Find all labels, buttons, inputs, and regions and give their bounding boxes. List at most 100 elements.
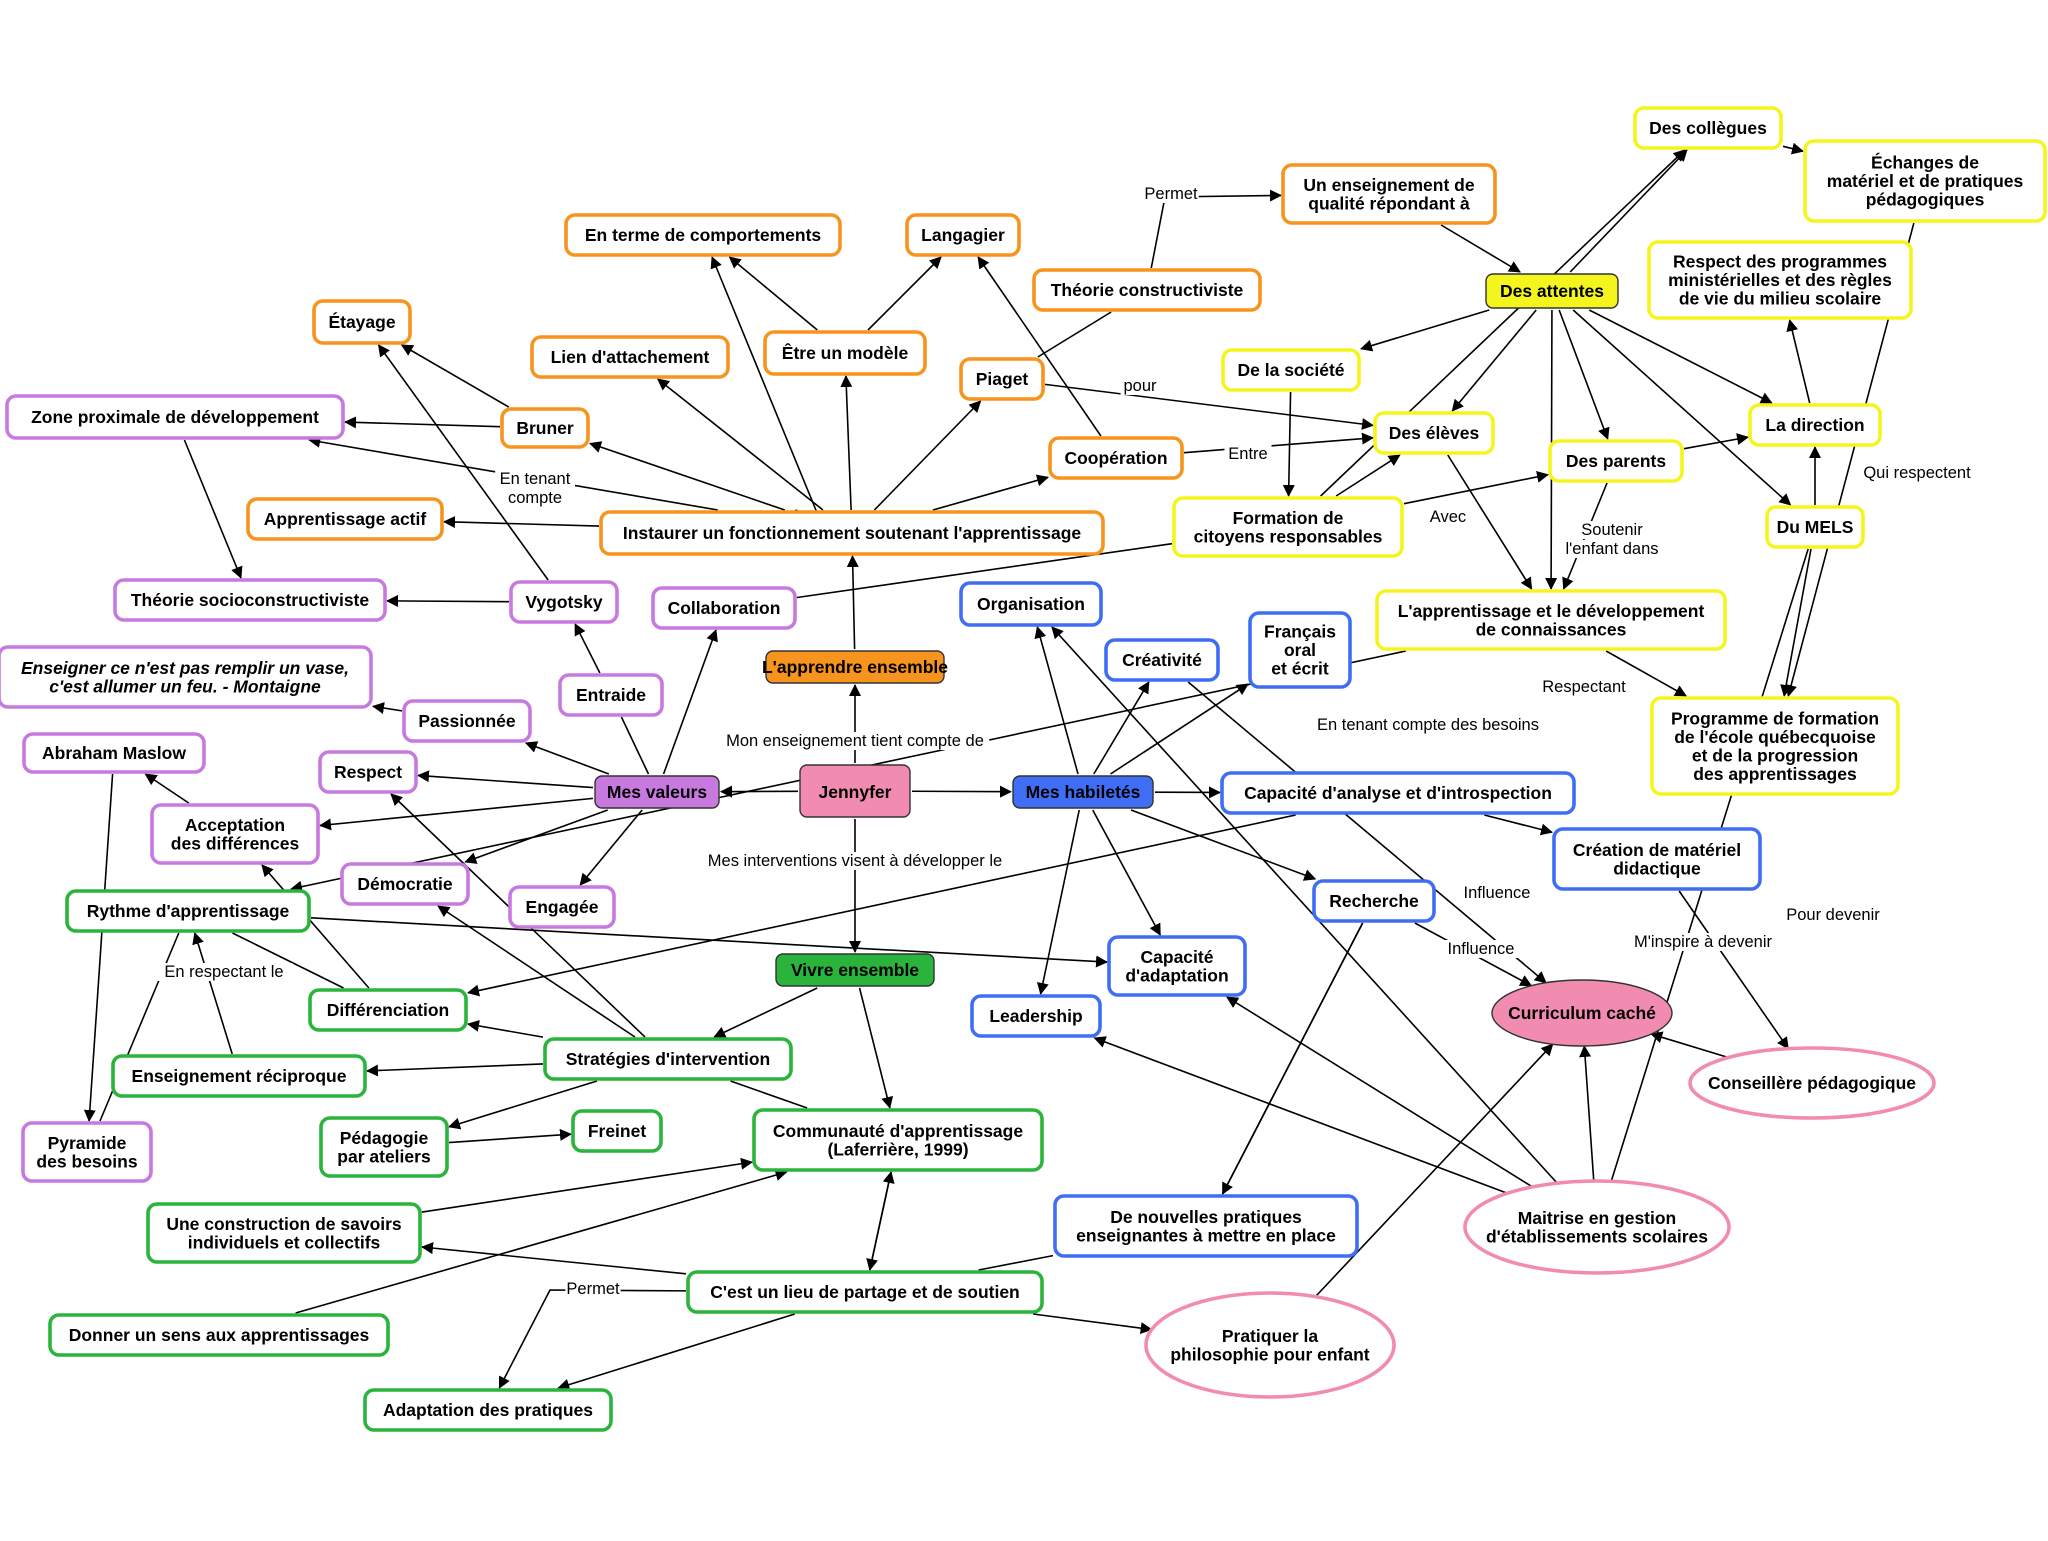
node-instaurer[interactable]: Instaurer un fonctionnement soutenant l'… — [599, 510, 1105, 556]
node-actif-label: Apprentissage actif — [264, 509, 427, 529]
node-recherche[interactable]: Recherche — [1312, 879, 1436, 923]
node-collegues[interactable]: Des collègues — [1633, 106, 1783, 150]
node-creativite[interactable]: Créativité — [1104, 638, 1220, 682]
node-langagier-label: Langagier — [921, 225, 1005, 245]
node-respect[interactable]: Respect — [318, 750, 418, 794]
node-rythme[interactable]: Rythme d'apprentissage — [65, 889, 311, 933]
node-echanges-label: Échanges de — [1871, 152, 1979, 173]
edge-label-lbl_respectant_le: En respectant le — [164, 963, 283, 981]
node-entraide[interactable]: Entraide — [558, 673, 664, 717]
node-construction-shape — [146, 1202, 422, 1264]
node-rythme-label: Rythme d'apprentissage — [87, 901, 290, 921]
node-organisation[interactable]: Organisation — [959, 581, 1103, 627]
node-collaboration-label: Collaboration — [668, 598, 781, 618]
node-habiletes[interactable]: Mes habiletés — [1012, 775, 1154, 809]
node-piaget[interactable]: Piaget — [959, 357, 1045, 401]
node-passionnee[interactable]: Passionnée — [402, 699, 532, 743]
node-engagee[interactable]: Engagée — [508, 885, 616, 929]
node-societe[interactable]: De la société — [1221, 348, 1361, 392]
node-communaute-label: Communauté d'apprentissage — [773, 1121, 1023, 1141]
node-jennyfer[interactable]: Jennyfer — [799, 764, 911, 818]
node-attentes[interactable]: Des attentes — [1485, 273, 1619, 309]
node-vygotsky[interactable]: Vygotsky — [509, 580, 619, 624]
node-comportements-label: En terme de comportements — [585, 225, 822, 245]
node-engagee-label: Engagée — [526, 897, 599, 917]
edge-label-lbl_inspire: M'inspire à devenir — [1634, 933, 1772, 951]
edge-partage-to-nouvelles — [978, 1254, 1054, 1271]
edge-piaget-to-eleves — [1044, 383, 1374, 430]
node-parents-label: Des parents — [1566, 451, 1666, 471]
edge-partage-to-construction — [421, 1242, 687, 1275]
node-bruner[interactable]: Bruner — [500, 407, 590, 449]
edge-label-lbl_tenant1-bg — [495, 470, 575, 488]
node-mels[interactable]: Du MELS — [1765, 505, 1865, 549]
node-zpd[interactable]: Zone proximale de développement — [5, 394, 345, 440]
node-curriculum[interactable]: Curriculum caché — [1491, 979, 1673, 1047]
edge-valeurs-to-passionnee — [524, 741, 610, 775]
node-eleves[interactable]: Des élèves — [1373, 411, 1495, 455]
edge-rythme-to-adaptation — [310, 917, 1108, 968]
node-montaigne[interactable]: Enseigner ce n'est pas remplir un vase,c… — [0, 645, 373, 709]
node-vivre[interactable]: Vivre ensemble — [775, 953, 935, 987]
node-comportements-shape — [564, 213, 842, 257]
node-apprendre[interactable]: L'apprendre ensemble — [762, 650, 948, 684]
node-echanges-shape — [1803, 139, 2047, 223]
node-organisation-shape — [959, 581, 1103, 627]
node-differenciation[interactable]: Différenciation — [308, 988, 468, 1032]
node-conseillere[interactable]: Conseillère pédagogique — [1688, 1046, 1936, 1120]
node-maslow[interactable]: Abraham Maslow — [22, 732, 206, 774]
node-enseignement_qualite-label: Un enseignement de — [1303, 175, 1474, 195]
node-strategies[interactable]: Stratégies d'intervention — [543, 1037, 793, 1081]
node-collaboration[interactable]: Collaboration — [651, 586, 797, 630]
node-comportements[interactable]: En terme de comportements — [564, 213, 842, 257]
node-parents-shape — [1548, 439, 1684, 483]
node-valeurs[interactable]: Mes valeurs — [594, 775, 720, 809]
node-zpd-shape — [5, 394, 345, 440]
node-modele[interactable]: Être un modèle — [763, 330, 927, 376]
node-parents[interactable]: Des parents — [1548, 439, 1684, 483]
edge-label-lbl_devenir: Pour devenir — [1786, 906, 1880, 924]
edge-societe-to-formation — [1282, 391, 1295, 497]
node-communaute[interactable]: Communauté d'apprentissage(Laferrière, 1… — [752, 1108, 1044, 1172]
node-constructiviste[interactable]: Théorie constructiviste — [1032, 268, 1262, 312]
node-partage[interactable]: C'est un lieu de partage et de soutien — [686, 1270, 1044, 1314]
node-reciproque[interactable]: Enseignement réciproque — [111, 1054, 367, 1098]
node-curriculum-label: Curriculum caché — [1508, 1003, 1656, 1023]
node-vivre-label: Vivre ensemble — [791, 960, 919, 980]
node-attachement[interactable]: Lien d'attachement — [530, 335, 730, 379]
node-analyse[interactable]: Capacité d'analyse et d'introspection — [1220, 771, 1576, 815]
node-freinet[interactable]: Freinet — [571, 1109, 663, 1153]
node-respect_programmes-label: Respect des programmes — [1673, 252, 1887, 272]
node-socio[interactable]: Théorie socioconstructiviste — [113, 578, 387, 622]
node-democratie[interactable]: Démocratie — [340, 862, 470, 906]
node-etayage[interactable]: Étayage — [312, 299, 412, 345]
node-direction[interactable]: La direction — [1748, 403, 1882, 447]
edge-differenciation-to-rythme — [232, 932, 344, 989]
node-adaptation_pratiques[interactable]: Adaptation des pratiques — [363, 1388, 613, 1432]
edge-attentes-to-parents — [1558, 309, 1610, 440]
node-sens[interactable]: Donner un sens aux apprentissages — [48, 1313, 390, 1357]
node-langagier[interactable]: Langagier — [905, 213, 1021, 257]
node-leadership[interactable]: Leadership — [970, 994, 1102, 1038]
edge-valeurs-to-engagee — [579, 809, 643, 886]
edge-strategies-to-reciproque — [366, 1063, 544, 1077]
node-actif[interactable]: Apprentissage actif — [246, 497, 444, 541]
edge-instaurer-to-comportements — [710, 256, 822, 522]
node-cooperation[interactable]: Coopération — [1048, 436, 1184, 480]
